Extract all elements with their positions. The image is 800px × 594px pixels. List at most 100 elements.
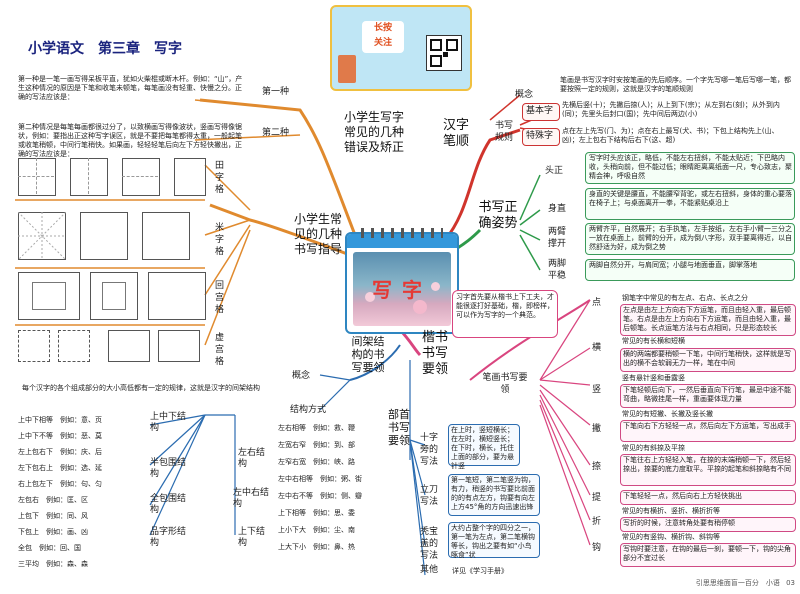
footer: 引思思维面盲一百分 小语 03 <box>600 578 795 588</box>
grid-tian-label: 田字格 <box>215 161 225 195</box>
stroke-gou-label: 钩 <box>592 543 602 553</box>
stroke-shu-t2: 下笔轻顿后向下，一然后垂直向下行笔，最忌中途不能弯曲，略微挂尾一样，重画要体现力… <box>623 386 791 403</box>
blossom-image <box>353 252 451 326</box>
stroke-pie-box: 下笔向右下方轻轻一点，然后向左下方运笔，写出成手 <box>620 420 796 442</box>
struct-left-list: 上中下相等 例如：意、页 上中下不等 例如：恶、莫 左上包右下 例如：庆、后 左… <box>18 412 148 572</box>
stroke-pie-t1: 常见的有短撇、长撇及竖长撇 <box>622 410 713 418</box>
order-special-text: 点在左上先写(门、为)；点在右上最写(犬、书)；下包上结构先上(山、凶)；左上包… <box>562 127 779 144</box>
posture-bi-box: 两臂齐平，自然展开；右手执笔，左手按纸，左右手小臂一三分之一放在桌面上，前臂的分… <box>585 223 795 255</box>
posture-shen-label: 身直 <box>548 204 567 214</box>
posture-tou-text: 写字时头应该正，略低，不能左右扭斜，不能太贴近；下巴略内收，头稍向前，但不能过低… <box>589 154 792 180</box>
stroke-dian-box: 左点是由左上方向右下方运笔，而且由轻入重，最后顿笔。右点是由左上方向右下方运笔，… <box>620 304 796 336</box>
struct-right-row: 左右相等 例如：救、鞭 <box>278 424 355 432</box>
stroke-heng-t2: 横的两端都要稍顿一下笔，中间行笔稍快，这样就是写出的横不会软弱无力一样，笔在中间 <box>623 350 791 367</box>
struct-left-row: 下包上 例如：画、凶 <box>18 528 88 536</box>
struct-left-row: 上中下相等 例如：意、页 <box>18 416 102 424</box>
center-title: 写字 <box>372 278 432 302</box>
struct-left-row: 三平均 例如：森、森 <box>18 560 88 568</box>
grids-title: 小学生常见的几种书写指导 <box>293 212 342 256</box>
stroke-ti-label: 提 <box>592 493 602 503</box>
stroke-na-t2: 下笔往右上方轻轻入笔，在捺的末端稍顿一下，然后轻捺出，捺要的底力度取平。平捺的起… <box>623 456 791 473</box>
stroke-shu-t1: 竖有悬针竖和垂露竖 <box>622 374 685 382</box>
lidao-box: 第一笔短，第二笔竖为钩，有力，稍竖的书写要比前面的的有点左方，钩要有向左上方45… <box>448 474 540 516</box>
qr-banner: 长按 关注 <box>330 5 472 91</box>
struct-pinzixing-label: 品字形结构 <box>150 527 187 548</box>
stroke-gou-t2: 写钩时要注意，在钩的最后一刹，要顿一下，钩的尖角部分不宜过长 <box>623 545 791 562</box>
struct-banbao-label: 半包围结构 <box>150 458 187 479</box>
struct-right-row: 左宽右窄 例如：到、部 <box>278 441 355 449</box>
qr-banner-badge: 长按 关注 <box>362 21 404 53</box>
posture-tou-label: 头正 <box>545 166 564 176</box>
page-title: 小学语文 第三章 写字 <box>28 38 182 58</box>
lidao-label: 立刀写法 <box>420 485 439 507</box>
lidao-text: 第一笔短，第二笔竖为钩，有力，稍竖的书写要比前面的的有点左方，钩要有向左上方45… <box>451 476 535 511</box>
qita-label: 其他 <box>420 565 439 575</box>
order-rule-label: 书写规则 <box>495 121 514 143</box>
errors-title: 小学生写字常见的几种错误及矫正 <box>343 110 404 154</box>
struct-shangxia2-label: 上下结构 <box>238 527 266 548</box>
struct-quanbao-label: 全包围结构 <box>150 494 187 515</box>
hui-grid-illustration <box>18 272 206 322</box>
posture-title: 书写正确姿势 <box>478 200 518 231</box>
strokes-title: 楷书书写要领 <box>421 330 448 377</box>
grid-hui-label: 回宫格 <box>215 281 225 315</box>
order-gainian-text: 笔画是书写汉字时安按笔画的先后顺序。一个字先写哪一笔后写哪一笔，都要按照一定的规… <box>560 76 791 93</box>
struct-zuoyou-label: 左右结构 <box>238 448 266 469</box>
struct-zuozhongyou-label: 左中右结构 <box>233 488 270 509</box>
stroke-heng-label: 横 <box>592 343 602 353</box>
strokes-sub-title: 笔画书写要领 <box>482 373 528 395</box>
posture-tou-box: 写字时头应该正，略低，不能左右扭斜，不能太贴近；下巴略内收，头稍向前，但不能过低… <box>585 152 795 184</box>
qr-code-icon <box>426 35 462 71</box>
posture-shen-text: 身直的关键是腰直，不能腰窄背驼，或左右扭斜，身体的重心要落在椅子上；与桌面离开一… <box>589 190 792 207</box>
stroke-shu-label: 竖 <box>592 385 602 395</box>
footer-brand: 引思思维面盲一百分 小语 <box>695 579 780 587</box>
order-special-label: 特殊字 <box>526 131 554 141</box>
tian-grid-illustration <box>18 158 206 196</box>
struct-right-row: 左窄右宽 例如：峡、路 <box>278 458 355 466</box>
grid-xu-label: 虚宫格 <box>215 333 225 367</box>
shizi-text: 在上时，竖短横长；在左时，横短竖长；在下时，横长，托住上面的部分，要为悬针竖 <box>451 426 514 470</box>
tubao-label: 秃宝盖的写法 <box>420 527 439 561</box>
calendar-rings-icon <box>361 228 443 238</box>
errors-text2b: 要指出正这种写字误区，就是不要把每笔都得太重，一般起笔或收笔稍顿，中间行笔稍快。… <box>18 132 242 158</box>
struct-right-row: 上小下大 例如：尘、南 <box>278 526 355 534</box>
strokes-note-text: 习字首先要从楷书上下工夫，才能很逐打好基础，楷，即榜样，可以作为写字的一个典范。 <box>456 293 554 319</box>
order-special-label-box: 特殊字 <box>522 128 560 146</box>
books-icon <box>338 55 356 83</box>
qr-banner-line2: 关注 <box>373 38 392 48</box>
stroke-gou-box: 写钩时要注意，在钩的最后一刹，要顿一下，钩的尖角部分不宜过长 <box>620 543 796 567</box>
jiegou-title: 间架结构的书写要领 <box>351 335 385 374</box>
jiegou-label: 概念 <box>292 371 311 381</box>
struct-left-row: 上包下 例如：同、风 <box>18 512 88 520</box>
center-calendar: 写字 <box>345 228 459 334</box>
stroke-heng-box: 横的两端都要稍顿一下笔，中间行笔稍快，这样就是写出的横不会软弱无力一样，笔在中间 <box>620 348 796 372</box>
struct-right-row: 上下相等 例如：思、委 <box>278 509 355 517</box>
footer-page: 03 <box>786 579 795 587</box>
order-basic-text: 先横后竖(十)；先撇后捺(人)；从上到下(宗)；从左到右(刻)；从外到内(同)；… <box>562 101 780 118</box>
stroke-dian-label: 点 <box>592 298 602 308</box>
tubao-text: 大约占整个字的四分之一，第一笔为左点，第二笔横钩等长，钩出之要有如“小鸟啄食”状 <box>451 524 535 559</box>
posture-shen-box: 身直的关键是腰直，不能腰窄背驼，或左右扭斜，身体的重心要落在椅子上；与桌面离开一… <box>585 188 795 220</box>
stroke-na-label: 捺 <box>592 462 602 472</box>
errors-item1: 第一种 <box>262 87 290 97</box>
struct-right-row: 上大下小 例如：鼻、热 <box>278 543 355 551</box>
page-title-text: 小学语文 第三章 写字 <box>28 41 182 57</box>
struct-right-row: 左中右相等 例如：粥、街 <box>278 475 362 483</box>
qr-banner-line1: 长按 <box>373 23 392 33</box>
qita-text: 详见《学习手册》 <box>452 567 508 575</box>
stroke-pie-label: 撇 <box>592 424 602 434</box>
stroke-ti-box: 下笔轻轻一点，然后向右上方轻快挑出 <box>620 490 796 505</box>
stroke-shu-box: 下笔轻顿后向下，一然后垂直向下行笔，最忌中途不能弯曲，略微挂尾一样，重画要体现力… <box>620 384 796 408</box>
posture-jiao-label: 两脚平稳 <box>548 259 567 281</box>
posture-bi-label: 两臂撑开 <box>548 227 567 249</box>
xu-grid-illustration <box>18 330 206 366</box>
struct-left-row: 左上包右下 例如：庆、后 <box>18 448 102 456</box>
order-basic-label-box: 基本字 <box>522 103 560 121</box>
struct-right-list: 左右相等 例如：救、鞭 左宽右窄 例如：到、部 左窄右宽 例如：峡、路 左中右相… <box>278 420 398 556</box>
stroke-zhe-t2: 写折的时候，注意转角处要有稍停顿 <box>623 519 735 527</box>
errors-text1: 第一种是一笔一画写得呆板平直，犹如火柴棍或断木杆。例如：“山”，产生这种情况的原… <box>18 75 243 101</box>
struct-shangxia-label: 上中下结构 <box>150 412 187 433</box>
tubao-box: 大约占整个字的四分之一，第一笔为左点，第二笔横钩等长，钩出之要有如“小鸟啄食”状 <box>448 522 540 559</box>
stroke-zhe-t1: 常见的有横折、竖折、横折折等 <box>622 507 720 515</box>
